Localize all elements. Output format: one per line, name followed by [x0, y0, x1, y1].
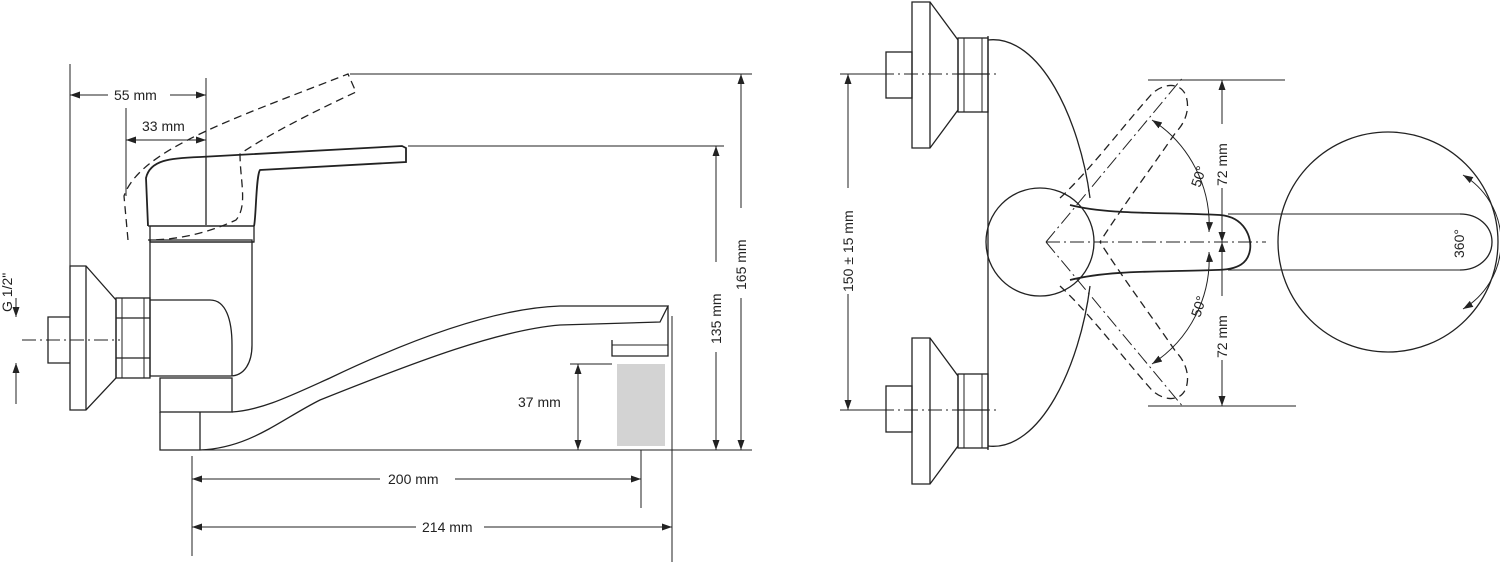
dim-165-label: 165 mm	[733, 239, 749, 290]
inlet-upper	[880, 1, 1000, 149]
lever-handle-top	[1069, 204, 1252, 281]
water-stream	[617, 364, 665, 446]
faucet-body-top	[985, 36, 1095, 450]
lever-handle	[145, 145, 407, 227]
top-view: 360° 50° 50° 72 mm 72 mm 150 ± 15 mm	[840, 1, 1500, 485]
lever-rotated-down	[1059, 241, 1189, 400]
faucet-body	[149, 225, 255, 377]
dim-200-label: 200 mm	[388, 471, 439, 487]
angle-lower-label: 50°	[1188, 294, 1210, 319]
dim-37-label: 37 mm	[518, 394, 561, 410]
rotation-circle: 360°	[1277, 131, 1500, 353]
dim-72-upper-label: 72 mm	[1214, 143, 1230, 186]
dim-214-label: 214 mm	[422, 519, 473, 535]
dim-72-lower-label: 72 mm	[1214, 315, 1230, 358]
dim-thread-label: G 1/2"	[0, 273, 15, 312]
spout	[159, 305, 670, 451]
lever-rotated-up	[1059, 84, 1189, 243]
inlet-lower	[880, 337, 1000, 485]
dim-135-label: 135 mm	[708, 293, 724, 344]
dim-55-label: 55 mm	[114, 87, 157, 103]
side-dimensions: 55 mm 33 mm G 1/2" 135 mm 165 mm	[0, 64, 752, 562]
hex-nut	[115, 297, 151, 379]
angle-upper-label: 50°	[1188, 164, 1210, 189]
dim-150-label: 150 ± 15 mm	[840, 210, 856, 292]
rotation-label: 360°	[1451, 229, 1467, 258]
wall-flange	[22, 265, 120, 411]
side-view: 55 mm 33 mm G 1/2" 135 mm 165 mm	[0, 64, 752, 562]
lever-raised-outline	[123, 73, 357, 241]
dim-33-label: 33 mm	[142, 118, 185, 134]
